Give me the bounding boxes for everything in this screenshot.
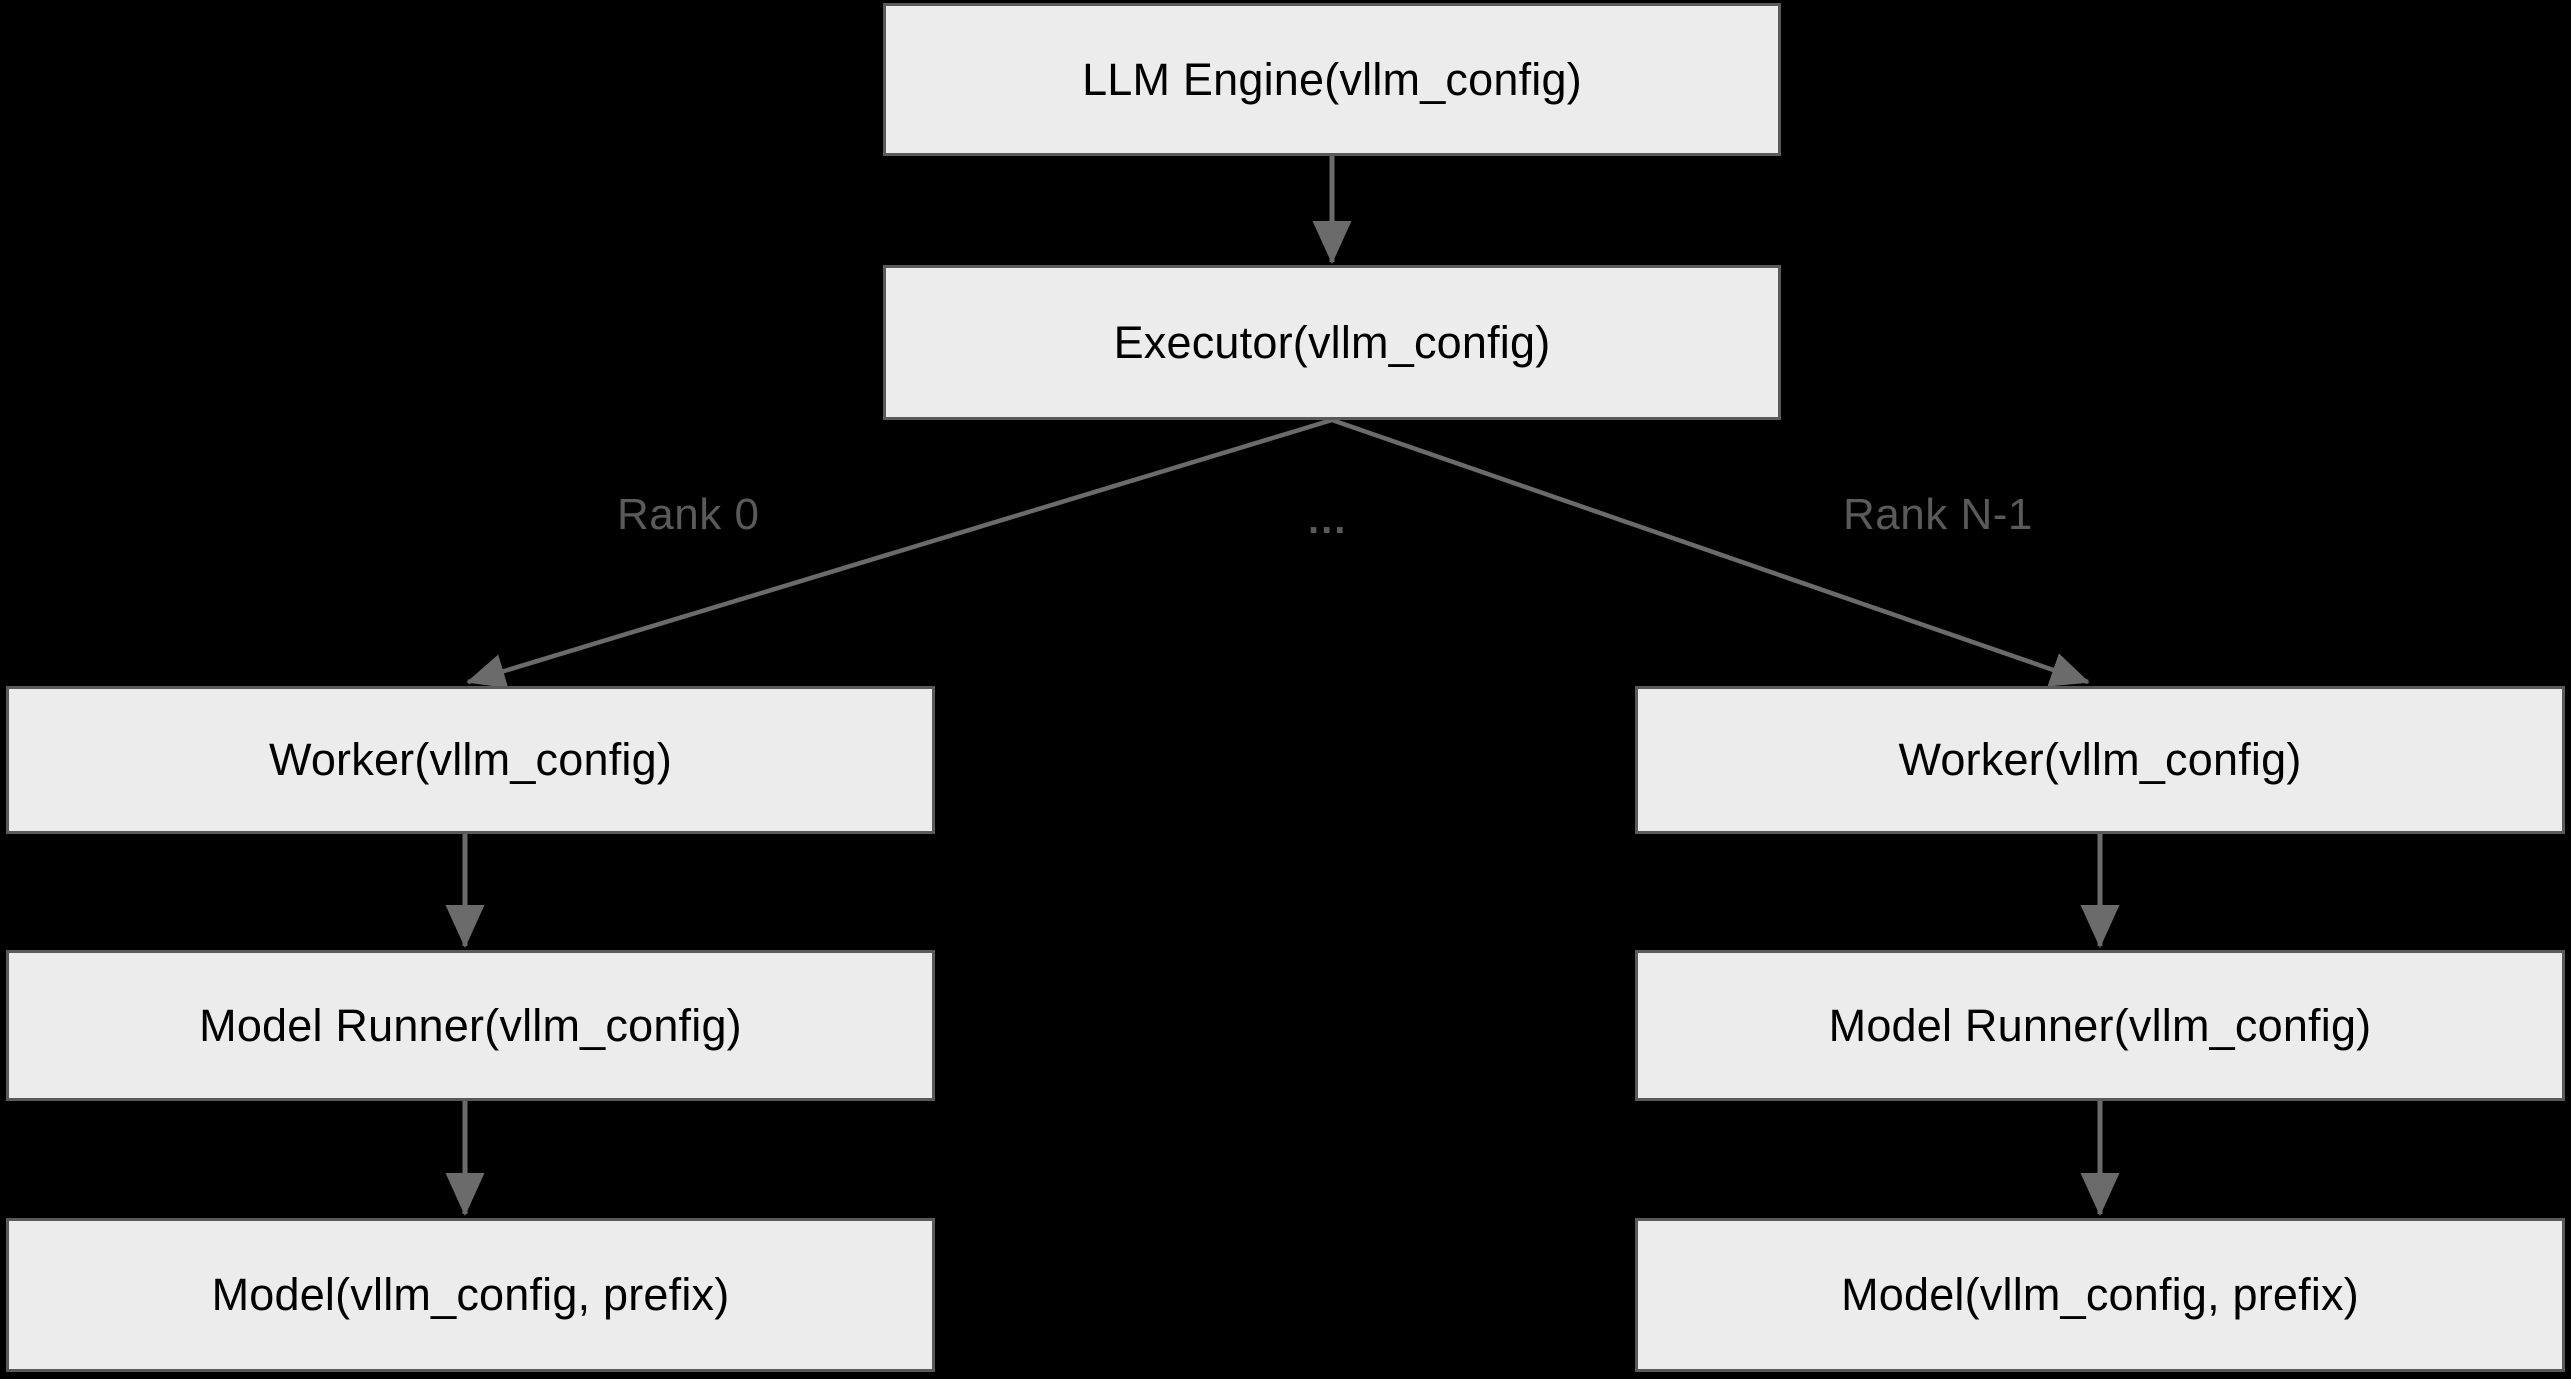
edge-label-rank-last-text: Rank N-1: [1843, 490, 2033, 539]
node-llm-engine-label: LLM Engine(vllm_config): [1082, 53, 1582, 105]
node-model-rank-0-label: Model(vllm_config, prefix): [211, 1269, 730, 1320]
edge-label-rank-first-text: Rank 0: [617, 490, 760, 539]
node-worker-rank-n-1[interactable]: Worker(vllm_config): [1635, 686, 2565, 834]
node-worker-rank-0[interactable]: Worker(vllm_config): [6, 686, 935, 834]
edge-label-rank-last: Rank N-1: [1843, 490, 2033, 540]
node-model-runner-rank-0[interactable]: Model Runner(vllm_config): [6, 950, 935, 1101]
node-executor[interactable]: Executor(vllm_config): [883, 265, 1781, 420]
node-model-runner-rank-0-label: Model Runner(vllm_config): [199, 999, 742, 1051]
node-worker-rank-n-1-label: Worker(vllm_config): [1898, 734, 2302, 785]
node-model-rank-0[interactable]: Model(vllm_config, prefix): [6, 1218, 935, 1372]
node-executor-label: Executor(vllm_config): [1113, 316, 1551, 368]
node-model-runner-rank-n-1-label: Model Runner(vllm_config): [1828, 999, 2372, 1051]
node-llm-engine[interactable]: LLM Engine(vllm_config): [883, 3, 1781, 156]
edge-executor-to-worker-right: [1331, 417, 2090, 687]
edge-label-rank-first: Rank 0: [617, 490, 759, 540]
edge-label-rank-ellipsis: ...: [1308, 498, 1347, 543]
edge-executor-to-worker-left: [466, 417, 1333, 689]
node-model-rank-n-1[interactable]: Model(vllm_config, prefix): [1635, 1218, 2565, 1372]
edge-label-rank-ellipsis-text: ...: [1308, 498, 1348, 542]
node-model-runner-rank-n-1[interactable]: Model Runner(vllm_config): [1635, 950, 2565, 1101]
node-model-rank-n-1-label: Model(vllm_config, prefix): [1841, 1269, 2359, 1320]
node-worker-rank-0-label: Worker(vllm_config): [268, 734, 673, 785]
